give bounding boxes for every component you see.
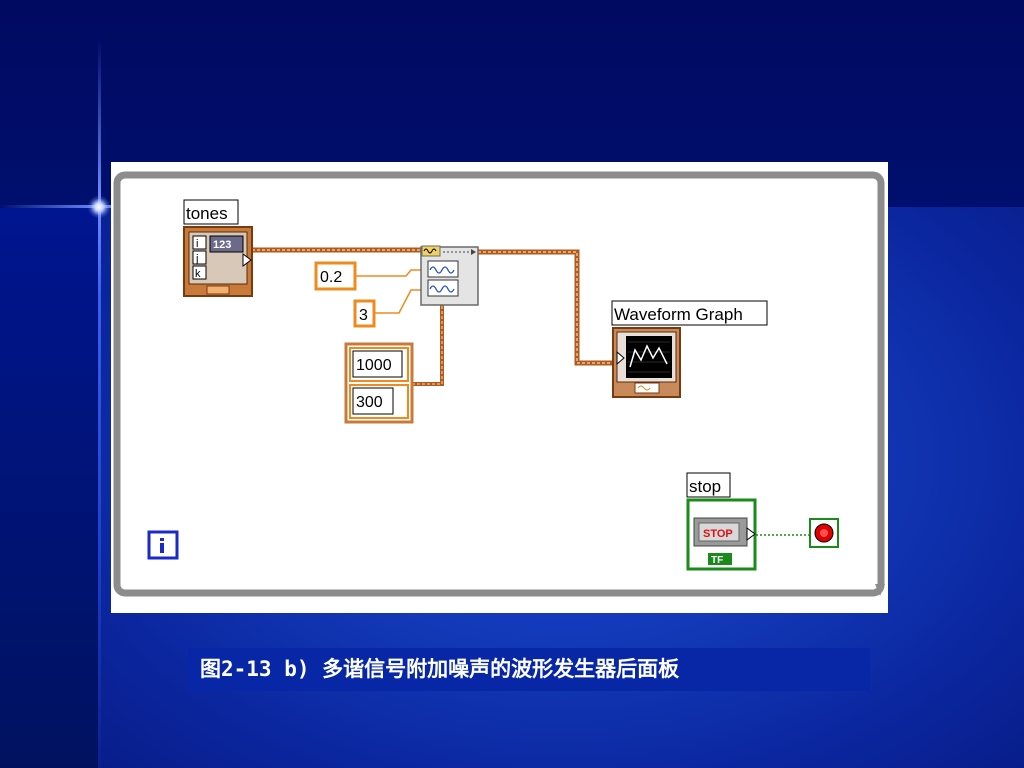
waveform-graph-label: Waveform Graph: [611, 300, 768, 326]
waveform-graph-label-text: Waveform Graph: [614, 305, 743, 324]
noise-type-constant[interactable]: 3: [353, 299, 376, 328]
amplitude-constant-value: 0.2: [320, 269, 342, 286]
loop-condition-icon[interactable]: [809, 518, 839, 548]
frequency-cluster-constant[interactable]: 1000 300: [344, 342, 414, 424]
block-diagram-panel: tones i j k 123 0.2 3: [111, 162, 888, 613]
index-k: k: [195, 268, 201, 280]
noise-type-constant-value: 3: [359, 307, 368, 324]
decorative-vertical-line: [98, 40, 101, 768]
index-i: i: [196, 238, 198, 250]
while-loop: [113, 171, 885, 597]
stop-label: stop: [686, 472, 731, 498]
waveform-graph-icon[interactable]: [612, 327, 681, 398]
cluster-top-value: 1000: [356, 357, 392, 374]
figure-caption: 图2-13 b) 多谐信号附加噪声的波形发生器后面板: [188, 648, 870, 691]
index-j: j: [195, 253, 198, 265]
tones-array-terminal[interactable]: i j k 123: [183, 226, 253, 297]
stop-label-text: stop: [689, 477, 721, 496]
stop-type-text: TF: [711, 555, 723, 566]
iteration-terminal-icon: [147, 530, 179, 560]
amplitude-constant[interactable]: 0.2: [314, 261, 357, 291]
decorative-sparkle: [88, 196, 110, 218]
tones-type-label: 123: [213, 239, 231, 251]
tones-label-text: tones: [186, 204, 228, 223]
waveform-generator-icon[interactable]: [420, 245, 479, 306]
stop-button-text: STOP: [703, 528, 733, 540]
cluster-bottom-value: 300: [356, 394, 383, 411]
tones-label: tones: [183, 199, 239, 225]
slide-background-left: [0, 207, 100, 768]
stop-button-terminal[interactable]: STOP TF: [686, 498, 757, 571]
